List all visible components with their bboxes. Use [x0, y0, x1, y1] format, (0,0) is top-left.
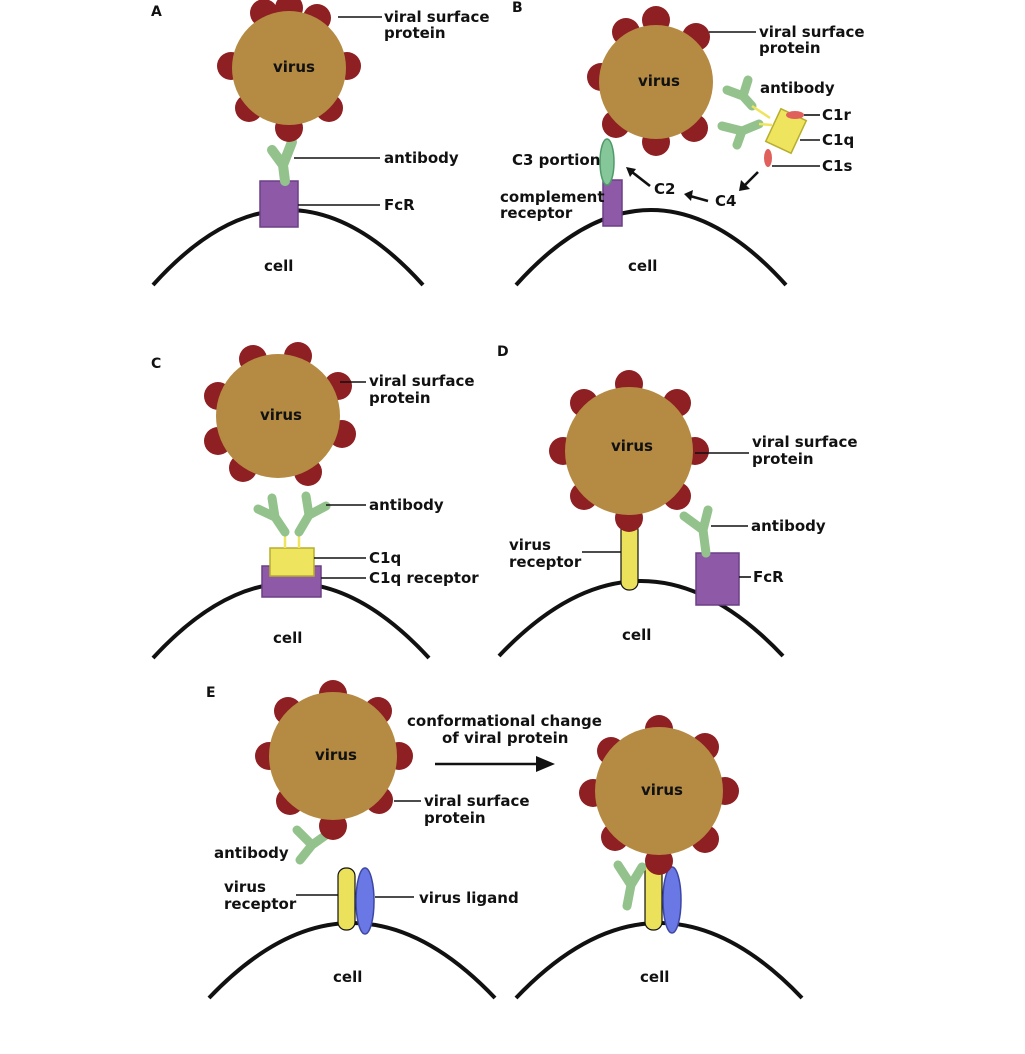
panel-b-c1r	[786, 111, 804, 119]
panel-e-left-virus: virus	[255, 680, 413, 840]
panel-e-right-virus-body	[595, 727, 723, 855]
panel-e-transition-arrow	[435, 756, 555, 772]
panel-a-virus-label: virus	[273, 58, 315, 76]
panel-d-virus-label: virus	[611, 437, 653, 455]
panel-b-antibody-label: antibody	[760, 79, 835, 97]
panel-c-letter: C	[151, 356, 161, 372]
panel-a-antibody	[267, 137, 297, 186]
panel-c-viral-surface-protein-label-2: protein	[369, 389, 431, 407]
panel-d-letter: D	[497, 344, 509, 360]
panel-d-fcr	[695, 552, 740, 606]
panel-c-viral-surface-protein-label-1: viral surface	[369, 372, 475, 390]
panel-b-c1r-label: C1r	[822, 106, 851, 124]
panel-c-virus-label: virus	[260, 406, 302, 424]
panel-a-virus-body	[232, 11, 346, 125]
panel-d-virus-receptor-label-2: receptor	[509, 553, 582, 571]
panel-b-antibody-upper	[722, 75, 757, 111]
panel-e-left-virus-label: virus	[315, 746, 357, 764]
panel-d-virus-body	[565, 387, 693, 515]
panel-b-cascade-arrows	[626, 167, 759, 203]
panel-b-c1s-label: C1s	[822, 157, 852, 175]
panel-e-left-virus-body	[269, 692, 397, 820]
panel-c-cell-label: cell	[273, 629, 302, 647]
panel-b-letter: B	[512, 0, 523, 16]
panel-d-antibody-label: antibody	[751, 517, 826, 535]
panel-b-viral-surface-protein-label-2: protein	[759, 39, 821, 57]
panel-d-cell-label: cell	[622, 626, 651, 644]
panel-a-fcr	[259, 180, 299, 228]
panel-e-right-virus: virus	[579, 715, 739, 875]
panel-e-left-virus-ligand	[355, 867, 375, 935]
panel-d-virus-receptor	[620, 521, 639, 591]
panel-e-left-cell-membrane	[207, 921, 497, 1000]
panel-c-antibody-right	[294, 491, 331, 537]
panel-b-antibody-lower	[717, 119, 764, 150]
panel-c-c1q-label: C1q	[369, 549, 401, 567]
panel-e-right-cell-label: cell	[640, 968, 669, 986]
panel-e-letter: E	[206, 685, 216, 701]
panel-d-virus: virus	[549, 370, 709, 532]
panel-e-viral-surface-protein-label-2: protein	[424, 809, 486, 827]
panel-e-right-virus-label: virus	[641, 781, 683, 799]
panel-e-conformational-change-label-2: of viral protein	[442, 729, 568, 747]
panel-e: E conformational change of viral protein…	[206, 680, 804, 1000]
panel-b-complement-receptor-label-2: receptor	[500, 204, 573, 222]
panel-d-cell-membrane	[497, 579, 785, 658]
panel-e-left-antibody	[292, 825, 331, 865]
panel-e-virus-receptor-label-1: virus	[224, 878, 266, 896]
panel-b-cell-label: cell	[628, 257, 657, 275]
panel-b-c3-portion	[599, 138, 615, 186]
panel-e-conformational-change-label-1: conformational change	[407, 712, 602, 730]
panel-d-fcr-label: FcR	[753, 568, 784, 586]
panel-d-viral-surface-protein-label-2: protein	[752, 450, 814, 468]
panel-b-viral-surface-protein-label-1: viral surface	[759, 23, 865, 41]
panel-a-letter: A	[151, 4, 162, 20]
panel-b: B cell virus viral surface protein antib…	[500, 0, 865, 287]
panel-b-virus-body	[599, 25, 713, 139]
panel-b-complement-receptor-label-1: complement	[500, 188, 605, 206]
panel-a-viral-surface-protein-label-1: viral surface	[384, 8, 490, 26]
panel-b-c2-label: C2	[654, 180, 675, 198]
panel-d-viral-surface-protein-label-1: viral surface	[752, 433, 858, 451]
panel-e-right-antibody	[613, 860, 647, 911]
panel-b-c3-portion-label: C3 portion	[512, 151, 600, 169]
panel-b-c1q-label: C1q	[822, 131, 854, 149]
panel-e-right-virus-ligand	[662, 866, 682, 934]
panel-c-antibody-label: antibody	[369, 496, 444, 514]
panel-a-virus: virus	[217, 0, 361, 142]
panel-c-virus: virus	[204, 342, 356, 486]
panel-e-virus-receptor-label-2: receptor	[224, 895, 297, 913]
panel-a-antibody-label: antibody	[384, 149, 459, 167]
panel-c: C cell virus viral surface protein antib…	[151, 342, 479, 660]
panel-b-c4-label: C4	[715, 192, 736, 210]
panel-e-viral-surface-protein-label-1: viral surface	[424, 792, 530, 810]
panel-b-c1s	[764, 149, 772, 167]
panel-d-virus-receptor-label-1: virus	[509, 536, 551, 554]
panel-a-cell-label: cell	[264, 257, 293, 275]
panel-a-fcr-label: FcR	[384, 196, 415, 214]
panel-b-complement-receptor	[602, 179, 623, 227]
panel-c-virus-body	[216, 354, 340, 478]
panel-a: A cell virus viral surface protein antib…	[151, 0, 490, 287]
panel-a-viral-surface-protein-label-2: protein	[384, 24, 446, 42]
panel-b-virus: virus	[587, 6, 713, 156]
panel-e-left-virus-receptor	[337, 867, 356, 931]
panel-e-antibody-label: antibody	[214, 844, 289, 862]
panel-e-right-cell-membrane	[514, 921, 804, 1000]
panel-d-antibody	[679, 505, 713, 558]
panel-e-left-cell-label: cell	[333, 968, 362, 986]
panel-d: D cell virus viral surface protein antib…	[497, 344, 858, 658]
panel-c-antibody-left	[253, 493, 290, 537]
panel-b-virus-label: virus	[638, 72, 680, 90]
panel-b-cell-membrane	[514, 208, 788, 287]
panel-c-c1q-receptor-label: C1q receptor	[369, 569, 479, 587]
panel-c-c1q	[269, 547, 315, 577]
panel-e-virus-ligand-label: virus ligand	[419, 889, 519, 907]
